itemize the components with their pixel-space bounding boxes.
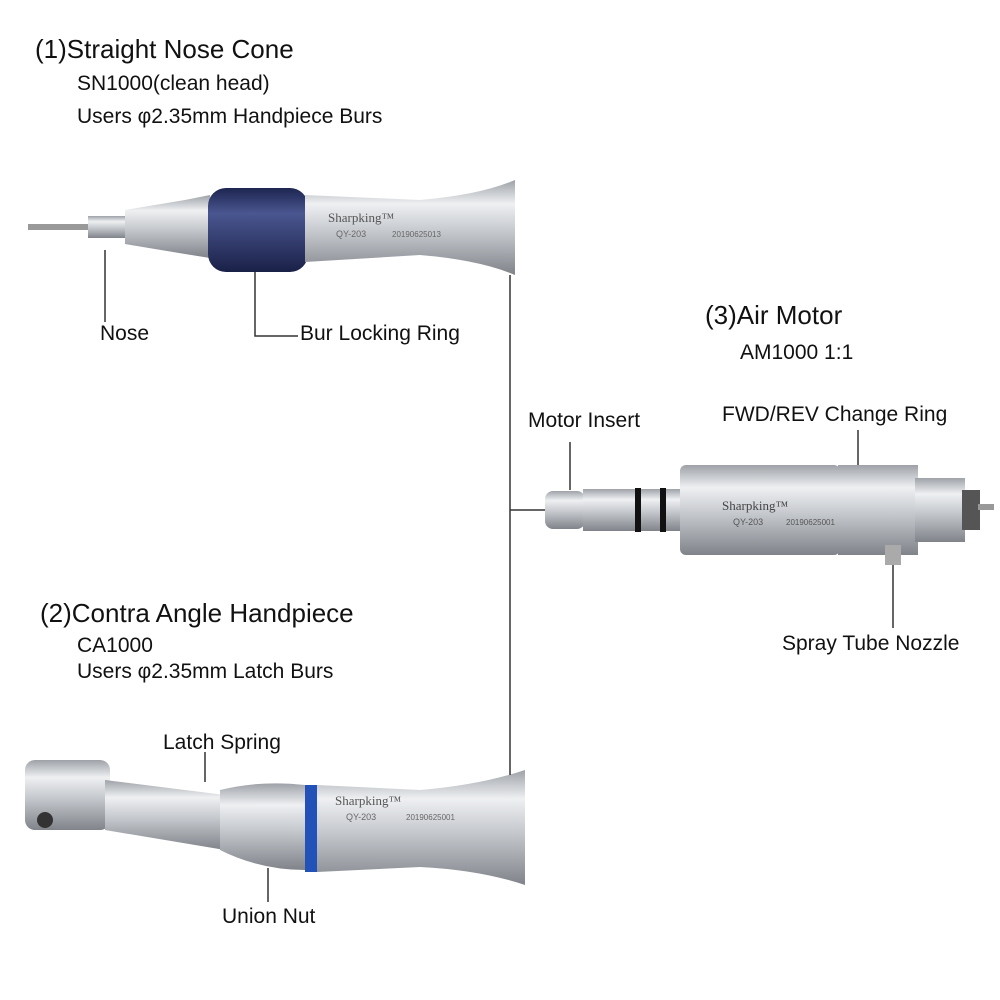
svg-text:QY-203: QY-203 [733,517,763,527]
leader-lines [104,250,894,902]
straight-model: SN1000(clean head) [77,72,270,95]
bur-locking-ring [208,188,308,272]
motor-insert-label: Motor Insert [528,409,641,432]
nose-label: Nose [100,322,150,345]
contra-title: (2)Contra Angle Handpiece [40,598,354,628]
contra-model: CA1000 [77,634,153,657]
bur-locking-ring-label: Bur Locking Ring [300,322,460,345]
union-nut-label: Union Nut [222,905,316,928]
straight-usage: Users φ2.35mm Handpiece Burs [77,105,383,128]
latch-spring-label: Latch Spring [163,731,281,754]
motor-model: AM1000 1:1 [740,341,854,364]
spray-nozzle-label: Spray Tube Nozzle [782,632,960,655]
svg-text:Sharpking™: Sharpking™ [335,793,401,808]
fwd-rev-ring-label: FWD/REV Change Ring [722,403,948,426]
motor-title: (3)Air Motor [705,300,843,330]
contra-usage: Users φ2.35mm Latch Burs [77,660,334,683]
svg-text:20190625001: 20190625001 [786,518,835,527]
straight-title: (1)Straight Nose Cone [35,34,294,64]
straight-handpiece: Sharpking™ QY-203 20190625013 [28,180,515,275]
svg-text:Sharpking™: Sharpking™ [722,498,788,513]
svg-text:QY-203: QY-203 [346,812,376,822]
air-motor: Sharpking™ QY-203 20190625001 [545,465,994,565]
svg-text:QY-203: QY-203 [336,229,366,239]
contra-angle-handpiece: Sharpking™ QY-203 20190625001 [25,760,525,885]
svg-text:20190625013: 20190625013 [392,230,441,239]
svg-text:Sharpking™: Sharpking™ [328,210,394,225]
svg-text:20190625001: 20190625001 [406,813,455,822]
